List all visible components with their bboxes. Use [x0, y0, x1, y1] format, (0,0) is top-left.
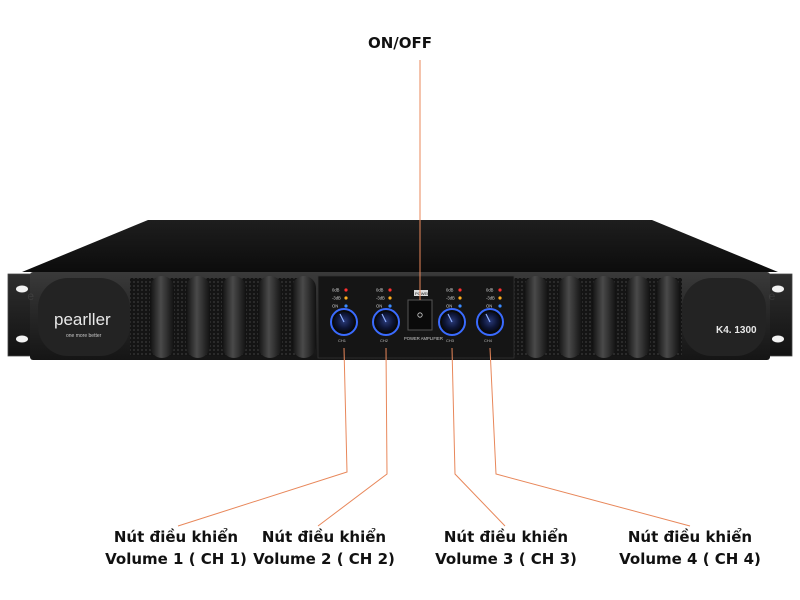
indicator-label: 0dB: [332, 288, 340, 293]
brand-tagline: one more better: [66, 333, 102, 339]
indicator-led: [458, 304, 462, 308]
power-switch: POWER: [407, 290, 433, 331]
indicator-led: [344, 304, 348, 308]
leader-line-ch3: [451, 347, 506, 527]
callout-volume-1: Nút điều khiển Volume 1 ( CH 1): [86, 526, 266, 570]
indicator-label: ON: [486, 304, 492, 309]
leader-lines: [177, 60, 691, 527]
indicator-label: 0dB: [486, 288, 494, 293]
indicator-label: -3dB: [332, 296, 341, 301]
model-panel: [682, 278, 766, 356]
callout-2-line1: Nút điều khiển: [261, 528, 387, 546]
callout-volume-2: Nút điều khiển Volume 2 ( CH 2): [234, 526, 414, 570]
callout-1-line2: Volume 1 ( CH 1): [105, 550, 247, 568]
onoff-label: ON/OFF: [367, 34, 433, 52]
indicator-group: 0dB -3dB ON 0dB -3dB ON 0dB -3dB ON 0dB -3dB ON: [332, 288, 502, 309]
panel-center-label: POWER AMPLIFIER: [404, 336, 443, 341]
knob-pointer: [339, 313, 345, 323]
indicator-label: ON: [446, 304, 452, 309]
cooling-fin: [150, 276, 174, 358]
cooling-fin: [292, 276, 316, 358]
cooling-fin: [524, 276, 548, 358]
indicator-led: [388, 296, 392, 300]
indicator-led: [458, 296, 462, 300]
knob-channel-tag: CH2: [380, 338, 389, 343]
knob-channel-tag: CH4: [484, 338, 493, 343]
indicator-label: 0dB: [446, 288, 454, 293]
callout-3-line1: Nút điều khiển: [443, 528, 569, 546]
power-switch-label: POWER: [415, 291, 430, 296]
indicator-label: ON: [376, 304, 382, 309]
indicator-label: -3dB: [376, 296, 385, 301]
cooling-fin: [656, 276, 680, 358]
leader-line-ch4: [489, 347, 691, 527]
volume-knob-group: CH1 CH2 CH3 CH4: [330, 308, 504, 343]
indicator-led: [498, 288, 502, 292]
right-cooling-fins: [524, 276, 680, 358]
cooling-fin: [186, 276, 210, 358]
indicator-label: ON: [332, 304, 338, 309]
indicator-label: 0dB: [376, 288, 384, 293]
knob-pointer: [485, 313, 491, 323]
indicator-led: [344, 288, 348, 292]
indicator-led: [498, 304, 502, 308]
leader-line-ch1: [177, 347, 348, 527]
knob-pointer: [447, 313, 453, 323]
brand-panel: [38, 278, 130, 356]
indicator-label: -3dB: [486, 296, 495, 301]
callout-2-line2: Volume 2 ( CH 2): [253, 550, 395, 568]
cooling-fin: [258, 276, 282, 358]
indicator-led: [344, 296, 348, 300]
callout-1-line1: Nút điều khiển: [113, 528, 239, 546]
callout-4-line1: Nút điều khiển: [627, 528, 753, 546]
knob-pointer: [381, 313, 387, 323]
brand-logo: pearller: [54, 310, 111, 329]
cooling-fin: [222, 276, 246, 358]
callout-volume-3: Nút điều khiển Volume 3 ( CH 3): [416, 526, 596, 570]
cooling-fin: [626, 276, 650, 358]
indicator-led: [388, 288, 392, 292]
callout-3-line2: Volume 3 ( CH 3): [435, 550, 577, 568]
callout-4-line2: Volume 4 ( CH 4): [619, 550, 761, 568]
cooling-fin: [592, 276, 616, 358]
indicator-led: [458, 288, 462, 292]
indicator-led: [388, 304, 392, 308]
leader-line-ch2: [317, 347, 388, 527]
left-cooling-fins: [150, 276, 316, 358]
model-label: K4. 1300: [716, 325, 757, 336]
cooling-fin: [558, 276, 582, 358]
indicator-label: -3dB: [446, 296, 455, 301]
chassis-top: [22, 220, 778, 272]
knob-channel-tag: CH3: [446, 338, 455, 343]
indicator-led: [498, 296, 502, 300]
callout-volume-4: Nút điều khiển Volume 4 ( CH 4): [600, 526, 780, 570]
knob-channel-tag: CH1: [338, 338, 347, 343]
